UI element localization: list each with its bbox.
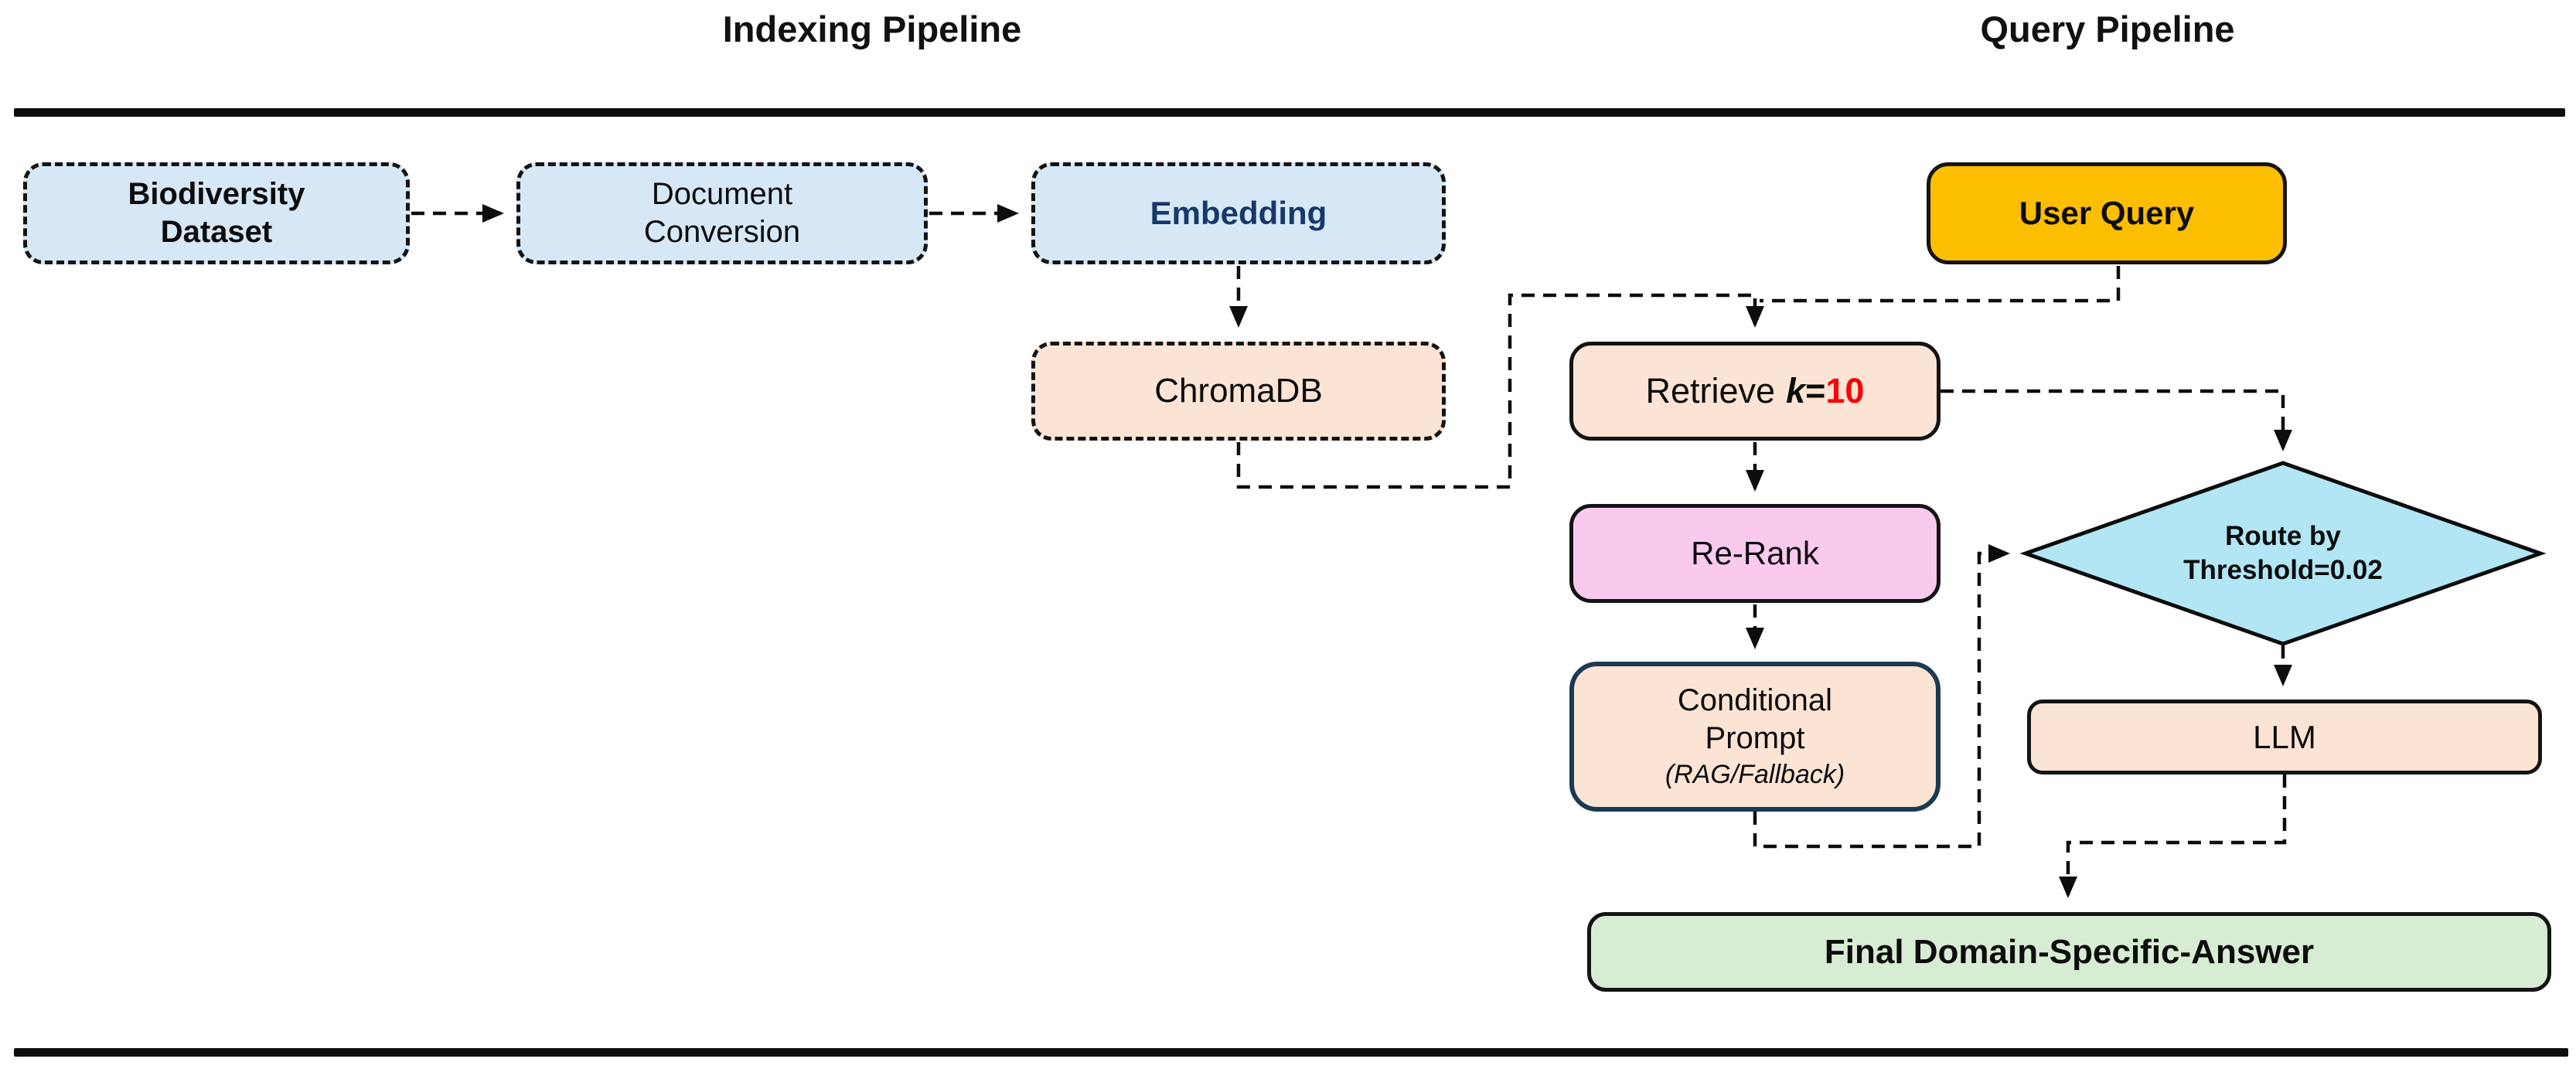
node-label: Embedding bbox=[1150, 195, 1327, 232]
node-label: ChromaDB bbox=[1154, 372, 1323, 410]
query-pipeline-title: Query Pipeline bbox=[1980, 9, 2235, 49]
retrieve-value: 10 bbox=[1825, 370, 1865, 410]
node-user-query: User Query bbox=[1927, 162, 2287, 264]
node-retrieve-k10: Retrieve k = 10 bbox=[1569, 342, 1941, 441]
node-label: Conversion bbox=[643, 215, 801, 249]
node-conditional-prompt: Conditional Prompt (RAG/Fallback) bbox=[1569, 662, 1941, 812]
node-sublabel: (RAG/Fallback) bbox=[1665, 760, 1845, 790]
node-label: LLM bbox=[2253, 718, 2316, 755]
retrieve-equals: = bbox=[1805, 370, 1826, 410]
router-diamond bbox=[2019, 461, 2547, 646]
arrow-llm-to-final-answer bbox=[2059, 775, 2287, 898]
node-label: Biodiversity bbox=[128, 177, 305, 212]
node-re-rank: Re-Rank bbox=[1569, 504, 1941, 603]
arrow-retrieve-to-router bbox=[1941, 389, 2292, 451]
node-chromadb: ChromaDB bbox=[1031, 342, 1446, 441]
node-label: Re-Rank bbox=[1691, 535, 1819, 572]
node-label: User Query bbox=[2019, 195, 2195, 232]
node-llm: LLM bbox=[2027, 700, 2542, 775]
node-label: Threshold=0.02 bbox=[2183, 555, 2383, 585]
node-document-conversion: Document Conversion bbox=[516, 162, 928, 264]
node-label: Retrieve k = 10 bbox=[1646, 370, 1865, 413]
node-label: Document bbox=[651, 177, 793, 212]
node-label: Prompt bbox=[1705, 721, 1805, 756]
top-divider-rule bbox=[14, 108, 2565, 117]
retrieve-k: k bbox=[1786, 370, 1806, 410]
node-label: Dataset bbox=[160, 215, 273, 249]
arrow-conditional-prompt-to-router bbox=[1753, 544, 2010, 849]
path-userquery-to-retrieve bbox=[1760, 266, 2121, 303]
node-biodiversity-dataset: Biodiversity Dataset bbox=[23, 162, 410, 264]
bottom-divider-rule bbox=[14, 1048, 2568, 1057]
indexing-pipeline-title: Indexing Pipeline bbox=[722, 9, 1022, 49]
node-router-label: Route by Threshold=0.02 bbox=[2070, 499, 2496, 608]
node-label: Conditional bbox=[1677, 683, 1833, 718]
node-final-domain-specific-answer: Final Domain-Specific-Answer bbox=[1587, 912, 2551, 992]
node-label: Route by bbox=[2225, 521, 2341, 552]
path-chromadb-to-retrieve bbox=[1236, 293, 1755, 489]
node-embedding: Embedding bbox=[1031, 162, 1446, 264]
node-label: Final Domain-Specific-Answer bbox=[1824, 932, 2315, 971]
retrieve-prefix: Retrieve bbox=[1645, 370, 1776, 410]
